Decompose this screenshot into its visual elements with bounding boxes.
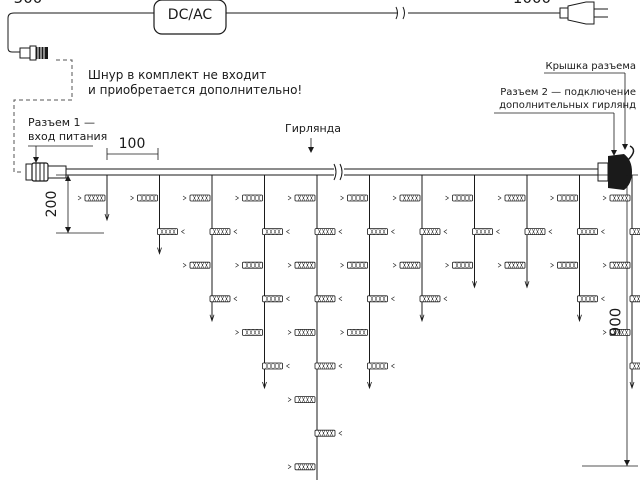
dimension-lines — [56, 148, 638, 467]
led-bulb — [602, 194, 631, 202]
connector-2-line-2: дополнительных гирлянд — [499, 100, 636, 111]
cap-label: Крышка разъема — [545, 61, 636, 72]
icicle-strand — [602, 175, 640, 390]
supply-cable — [7, 12, 560, 53]
led-bulb — [577, 295, 605, 303]
connector-2-icon — [597, 145, 635, 190]
led-bulb — [209, 228, 238, 236]
dimension-arrowheads — [65, 175, 630, 466]
icicle-strand — [392, 175, 448, 323]
led-bulb — [497, 261, 526, 269]
led-bulb — [392, 194, 421, 202]
led-bulb — [287, 261, 316, 269]
led-bulb — [550, 194, 578, 202]
dim-spacing: 100 — [118, 136, 146, 152]
supply-connector-icon — [19, 45, 48, 61]
dim-top-left: 500 — [14, 0, 43, 6]
led-bulb — [77, 194, 106, 202]
icicle-strand — [340, 175, 395, 390]
icicle-strand — [287, 175, 343, 480]
connector-1-line-2: вход питания — [28, 130, 108, 143]
icicle-strand — [182, 175, 238, 323]
led-bulb — [287, 328, 316, 336]
led-bulb — [130, 194, 158, 202]
led-bulb — [367, 295, 395, 303]
led-bulb — [524, 228, 553, 236]
led-bulb — [262, 295, 290, 303]
led-bulb — [235, 194, 263, 202]
led-bulb — [287, 463, 316, 471]
led-bulb — [629, 362, 640, 370]
led-bulb — [314, 295, 343, 303]
led-bulb — [367, 362, 395, 370]
led-bulb — [314, 429, 343, 437]
led-bulb — [550, 261, 578, 269]
callout-leaders — [28, 72, 626, 160]
led-bulb — [287, 396, 316, 404]
icicle-strand — [77, 175, 110, 222]
led-bulb — [629, 295, 640, 303]
plug-icon — [559, 1, 608, 25]
dim-top-right: 1000 — [513, 0, 551, 6]
adapter-label: DC/AC — [167, 7, 213, 23]
led-bulb — [577, 228, 605, 236]
led-bulb — [287, 194, 316, 202]
connector-2-line-1: Разъем 2 — подключение — [500, 87, 636, 98]
led-bulb — [340, 194, 368, 202]
connector-1-icon — [25, 162, 67, 182]
led-bulb — [445, 194, 473, 202]
led-bulb — [392, 261, 421, 269]
led-bulb — [602, 328, 631, 336]
callout-arrowheads — [33, 144, 628, 163]
dim-drop: 200 — [44, 190, 60, 218]
led-bulb — [629, 228, 640, 235]
led-bulb — [472, 228, 500, 236]
wire-break-mark — [333, 163, 343, 181]
connector-1-line-1: Разъем 1 — — [28, 116, 96, 129]
cable-break-mark — [395, 6, 405, 20]
led-bulb — [314, 228, 343, 236]
led-bulb — [340, 328, 368, 336]
icicle-strand — [497, 175, 553, 289]
adapter-box — [153, 0, 227, 35]
led-bulb — [419, 228, 448, 236]
icicle-strand — [550, 175, 605, 323]
led-bulb — [209, 295, 238, 303]
led-bulb — [157, 228, 185, 236]
led-bulb — [235, 261, 263, 269]
led-bulb — [182, 194, 211, 202]
icicle-strand — [235, 175, 290, 390]
led-bulb — [497, 194, 526, 202]
icicle-strand — [445, 175, 500, 289]
note-line-2: и приобретается дополнительно! — [88, 83, 303, 97]
led-bulb — [602, 261, 631, 269]
main-wire — [66, 168, 598, 176]
dim-max-length: 900 — [606, 307, 625, 337]
led-bulb — [340, 261, 368, 269]
dashed-connection-line — [13, 59, 73, 173]
led-bulb — [445, 261, 473, 269]
note-line-1: Шнур в комплект не входит — [88, 68, 267, 82]
led-bulb — [419, 295, 448, 303]
led-bulb — [182, 261, 211, 269]
led-bulb — [367, 228, 395, 236]
led-bulb — [262, 362, 290, 370]
led-bulb — [314, 362, 343, 370]
led-bulb — [235, 328, 263, 336]
icicle-strand — [130, 175, 185, 255]
garland-label: Гирлянда — [284, 122, 342, 135]
led-bulb — [262, 228, 290, 236]
icicle-strands — [77, 175, 640, 480]
